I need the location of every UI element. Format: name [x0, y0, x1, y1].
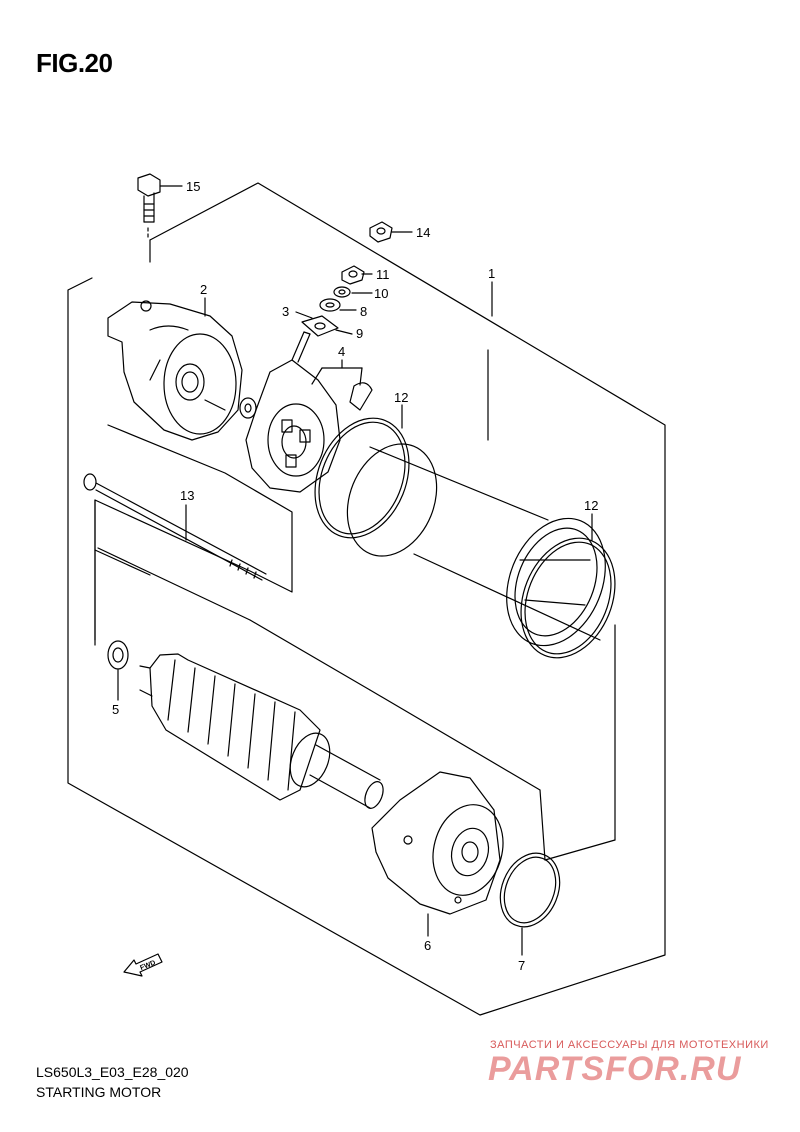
callout-1: 1 — [488, 266, 495, 281]
model-code: LS650L3_E03_E28_020 — [36, 1064, 189, 1080]
watermark-tagline: ЗАПЧАСТИ И АКСЕССУАРЫ ДЛЯ МОТОТЕХНИКИ — [490, 1039, 769, 1051]
callout-2: 2 — [200, 282, 207, 297]
armature — [139, 653, 384, 809]
callout-14: 14 — [416, 225, 430, 240]
callout-12-front: 12 — [584, 498, 598, 513]
washer-part-5 — [107, 640, 129, 670]
callout-13: 13 — [180, 488, 194, 503]
through-bolt-part-13 — [83, 473, 267, 581]
watermark-brand: PARTSFOR.RU — [488, 1050, 742, 1088]
callout-3: 3 — [282, 304, 289, 319]
callout-11: 11 — [376, 267, 390, 282]
callout-7: 7 — [518, 958, 525, 973]
front-cover-part-6 — [371, 771, 504, 915]
o-ring-part-12-rear — [314, 417, 410, 539]
section-title: STARTING MOTOR — [36, 1084, 162, 1100]
nut-part-11 — [341, 265, 365, 285]
callout-labels: 15 14 11 1 2 10 3 8 9 4 12 13 12 5 6 7 F… — [112, 179, 598, 973]
assembly-boundary — [67, 182, 666, 1016]
callout-8: 8 — [360, 304, 367, 319]
o-ring-part-12-front — [520, 537, 616, 659]
callout-15: 15 — [186, 179, 200, 194]
washer-part-8 — [319, 298, 341, 312]
callout-9: 9 — [356, 326, 363, 341]
bolt-part-15 — [137, 173, 161, 241]
rear-housing-part-2 — [107, 300, 243, 441]
callout-10: 10 — [374, 286, 388, 301]
figure-title: FIG.20 — [36, 48, 113, 78]
brush-holder-part-4 — [245, 331, 373, 493]
nut-part-14 — [369, 221, 393, 243]
washer-small — [239, 397, 257, 419]
leader-lines — [117, 185, 593, 956]
callout-5: 5 — [112, 702, 119, 717]
callout-6: 6 — [424, 938, 431, 953]
o-ring-part-7 — [499, 852, 561, 928]
terminal-plate-part-9 — [301, 315, 339, 337]
nut-part-10 — [333, 286, 351, 298]
yoke-housing — [346, 443, 606, 647]
callout-12-rear: 12 — [394, 390, 408, 405]
fwd-arrow-icon — [123, 953, 163, 977]
grouping-lines — [94, 349, 616, 861]
callout-4: 4 — [338, 344, 345, 359]
